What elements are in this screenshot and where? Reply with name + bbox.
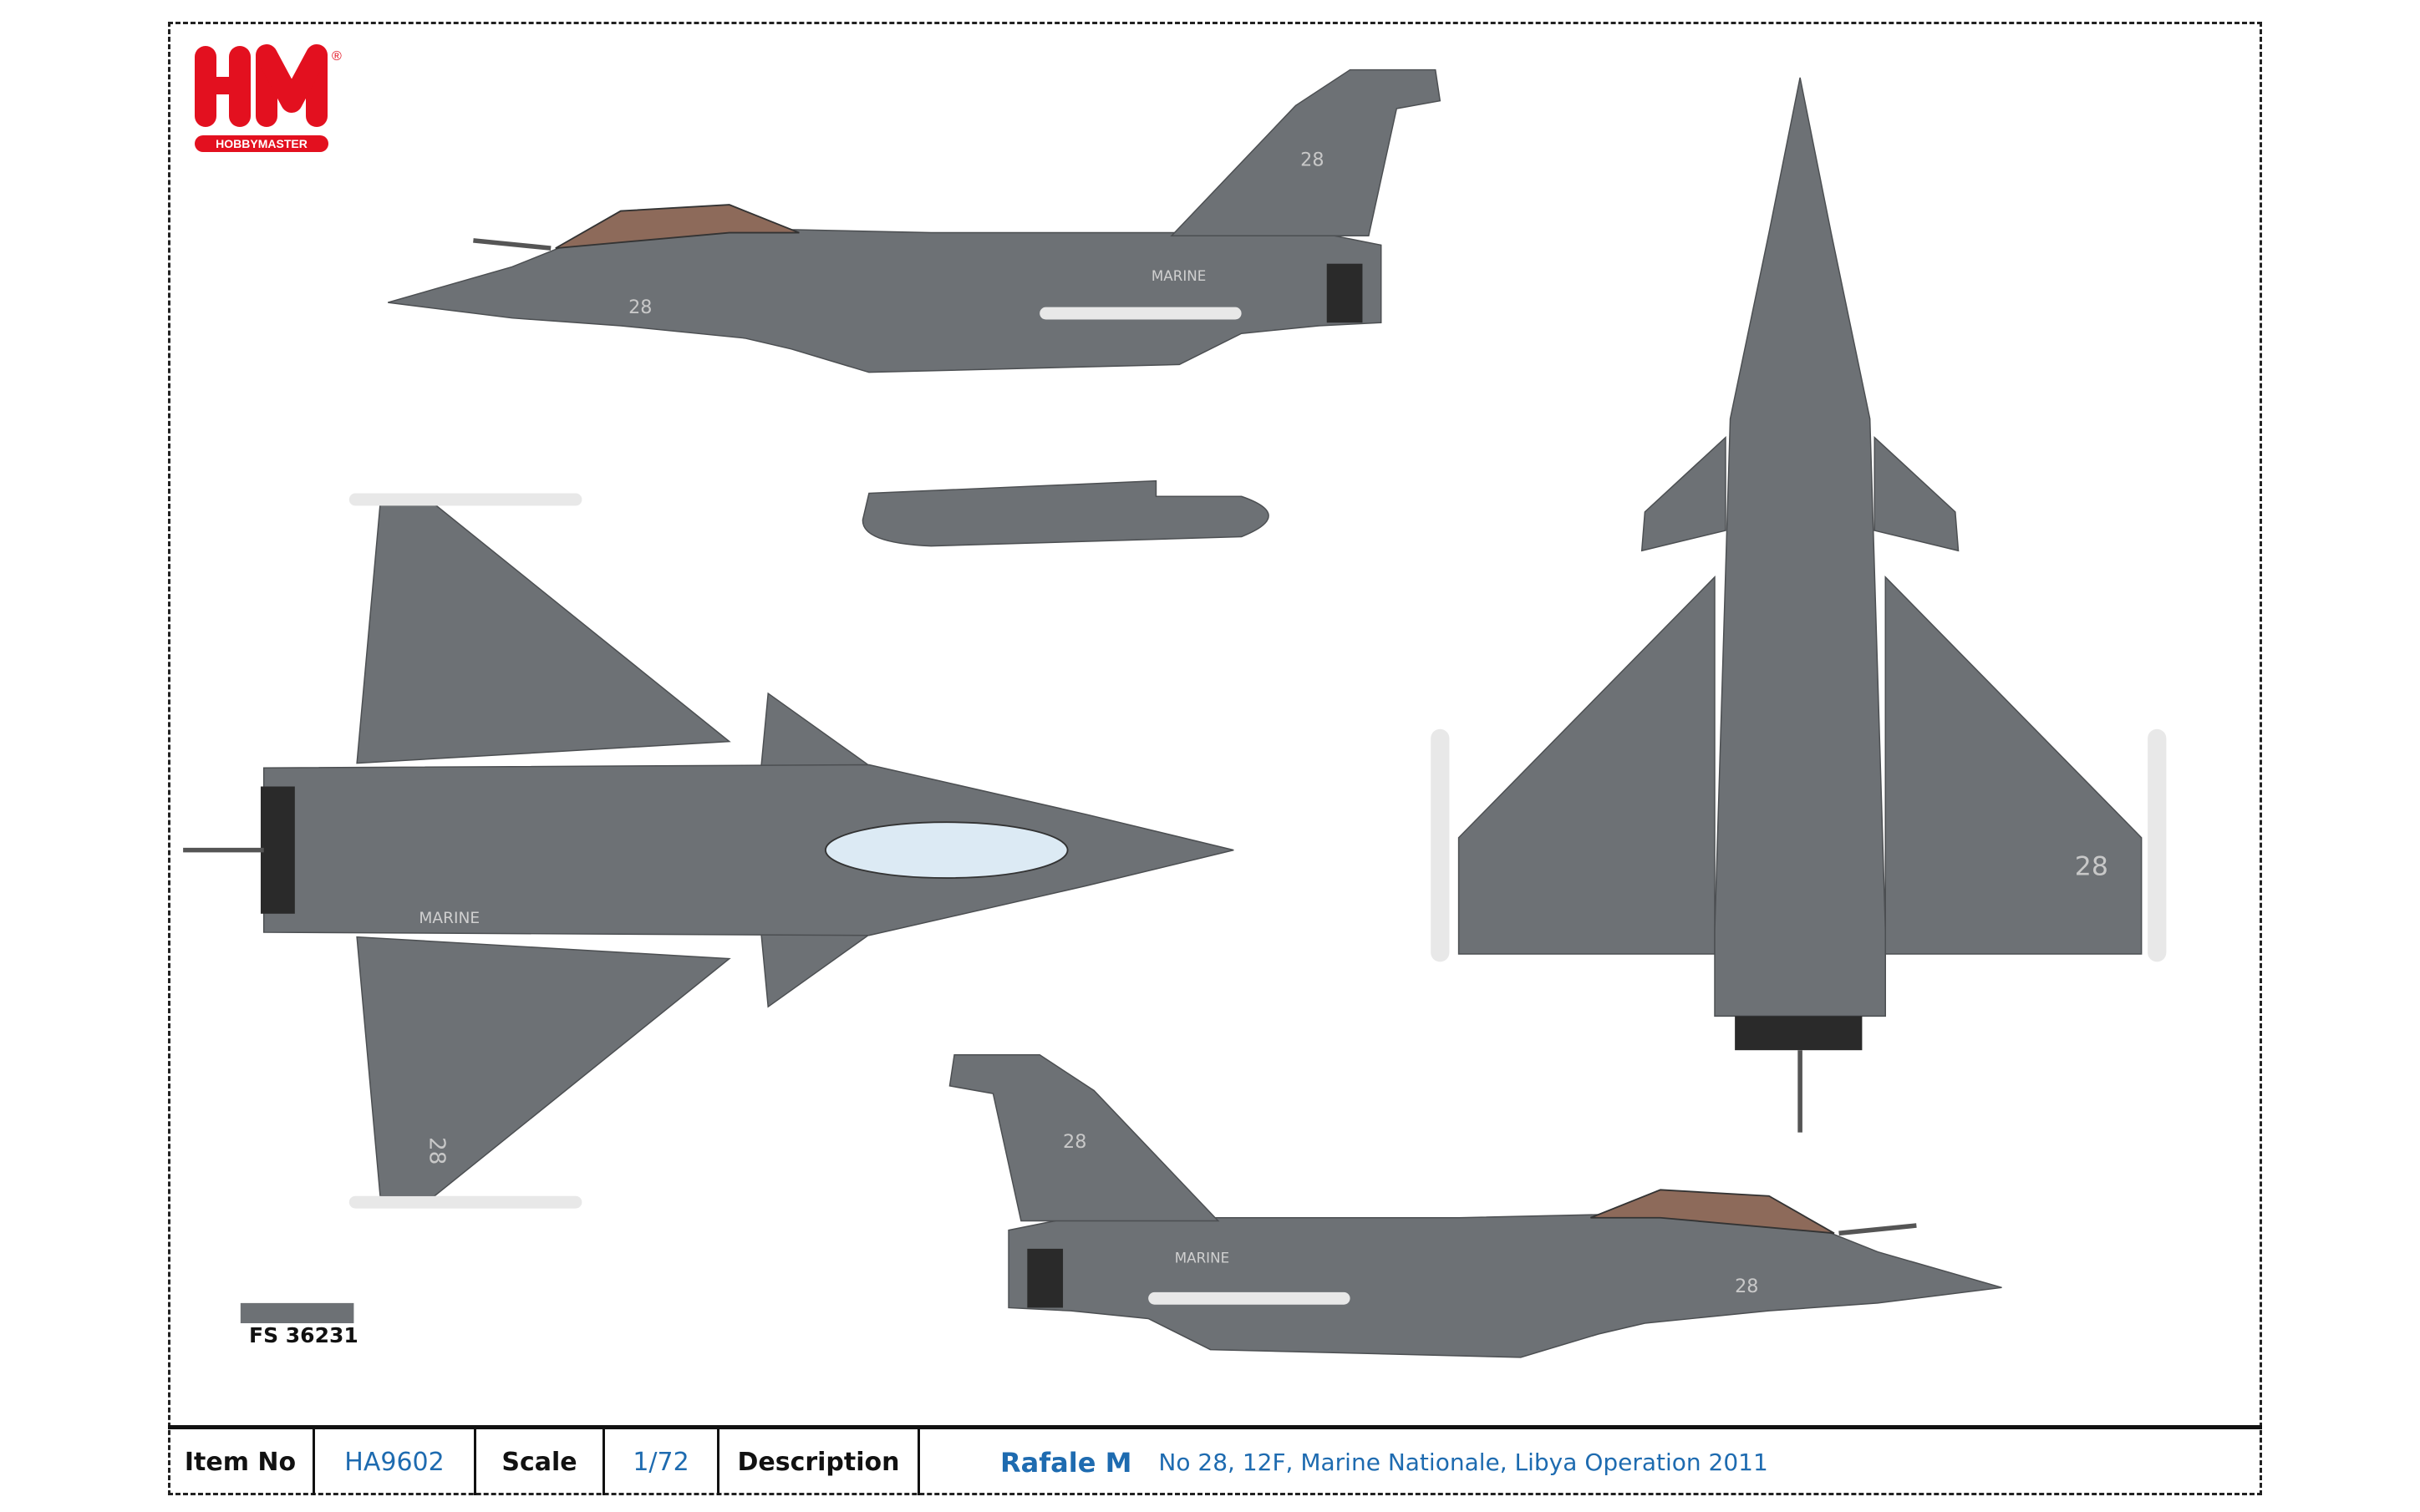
item-no-label: Item No [168,1429,315,1495]
marking-number: 28 [1300,150,1324,171]
drop-tank-view [862,479,1269,547]
model-name: Rafale M [1000,1446,1132,1479]
registered-mark: ® [332,49,342,63]
color-swatch [240,1302,354,1324]
marking-service: MARINE [419,910,480,927]
description-cell: Rafale M No 28, 12F, Marine Nationale, L… [920,1429,2262,1495]
side-view-left: 28 28 MARINE [388,68,1441,373]
info-table: Item No HA9602 Scale 1/72 Description Ra… [168,1425,2262,1495]
page-border [168,22,2262,1495]
top-view: MARINE 28 [183,493,1234,1209]
item-no-value: HA9602 [315,1429,476,1495]
side-view-right [948,1054,2002,1358]
marking-number: 28 [628,297,652,318]
bottom-view: 28 [1431,77,2167,1133]
marking-number: 28 [424,1137,449,1164]
description-label: Description [719,1429,920,1495]
marking-number: 28 [1735,1276,1758,1297]
marking-service: MARINE [1175,1250,1229,1266]
scale-value: 1/72 [605,1429,719,1495]
logo-subtext: HOBBYMASTER [216,137,308,150]
description-text: No 28, 12F, Marine Nationale, Libya Oper… [1158,1449,1768,1476]
color-swatch-label: FS 36231 [249,1323,358,1347]
marking-service: MARINE [1152,267,1206,284]
scale-label: Scale [476,1429,605,1495]
hobbymaster-logo: ® HOBBYMASTER [195,44,342,152]
marking-number: 28 [1063,1131,1086,1153]
marking-number: 28 [2075,851,2108,881]
